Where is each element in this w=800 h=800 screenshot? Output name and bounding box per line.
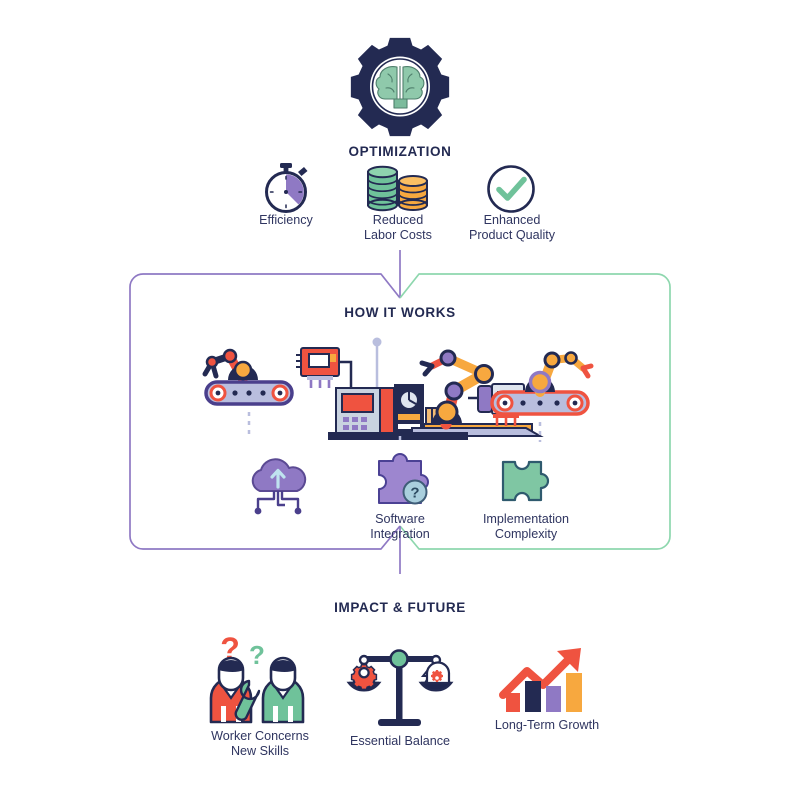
puzzle-question-icon: ? — [371, 453, 431, 510]
impact-label-line1: Essential Balance — [349, 734, 451, 748]
gear-brain-icon — [336, 32, 464, 142]
how-it-works-label-1: Software Integration — [329, 512, 471, 542]
how-it-works-label-line1: Software — [375, 512, 425, 526]
impact-label-line1: Long-Term Growth — [494, 718, 600, 732]
puzzle-piece-icon — [497, 456, 555, 508]
svg-text:?: ? — [249, 640, 265, 670]
impact-label-0: Worker Concerns New Skills — [189, 729, 331, 759]
coin-stacks-icon — [365, 163, 431, 215]
left-conveyor — [204, 380, 294, 406]
benefit-label-2: Enhanced Product Quality — [441, 213, 583, 243]
benefit-label-line1: Reduced — [372, 213, 424, 227]
left-robot-arm — [202, 348, 258, 385]
impact-future-title: IMPACT & FUTURE — [334, 600, 466, 615]
benefit-label-line1: Efficiency — [259, 213, 313, 227]
factory-automation-illustration — [196, 336, 604, 442]
how-it-works-label-line2: Integration — [370, 527, 430, 541]
svg-text:?: ? — [410, 485, 419, 502]
impact-label-line2: New Skills — [230, 744, 290, 758]
check-circle-icon — [485, 164, 537, 216]
cloud-network-icon — [244, 457, 314, 519]
center-robot-arm — [419, 349, 494, 430]
controller-box-left — [296, 347, 353, 398]
impact-label-2: Long-Term Growth — [476, 718, 618, 733]
workers-question-icon: ? ? — [203, 628, 318, 726]
right-conveyor — [490, 390, 590, 416]
how-it-works-label-2: Implementation Complexity — [455, 512, 597, 542]
how-it-works-title: HOW IT WORKS — [344, 305, 456, 320]
sensor-post — [372, 337, 382, 392]
page-title: OPTIMIZATION — [348, 144, 452, 159]
benefit-label-0: Efficiency — [215, 213, 357, 228]
benefit-label-line2: Product Quality — [468, 228, 556, 242]
impact-label-line1: Worker Concerns — [211, 729, 309, 743]
benefit-label-1: Reduced Labor Costs — [327, 213, 469, 243]
stopwatch-icon — [257, 162, 315, 214]
impact-label-1: Essential Balance — [329, 734, 471, 749]
benefit-label-line1: Enhanced — [483, 213, 541, 227]
how-it-works-label-line2: Complexity — [494, 527, 558, 541]
right-robot-arm — [525, 351, 594, 397]
growth-chart-icon — [499, 645, 595, 713]
how-it-works-bracket — [129, 250, 671, 574]
how-it-works-label-line1: Implementation — [482, 512, 570, 526]
balance-scale-icon — [346, 641, 454, 729]
benefit-label-line2: Labor Costs — [364, 228, 432, 242]
